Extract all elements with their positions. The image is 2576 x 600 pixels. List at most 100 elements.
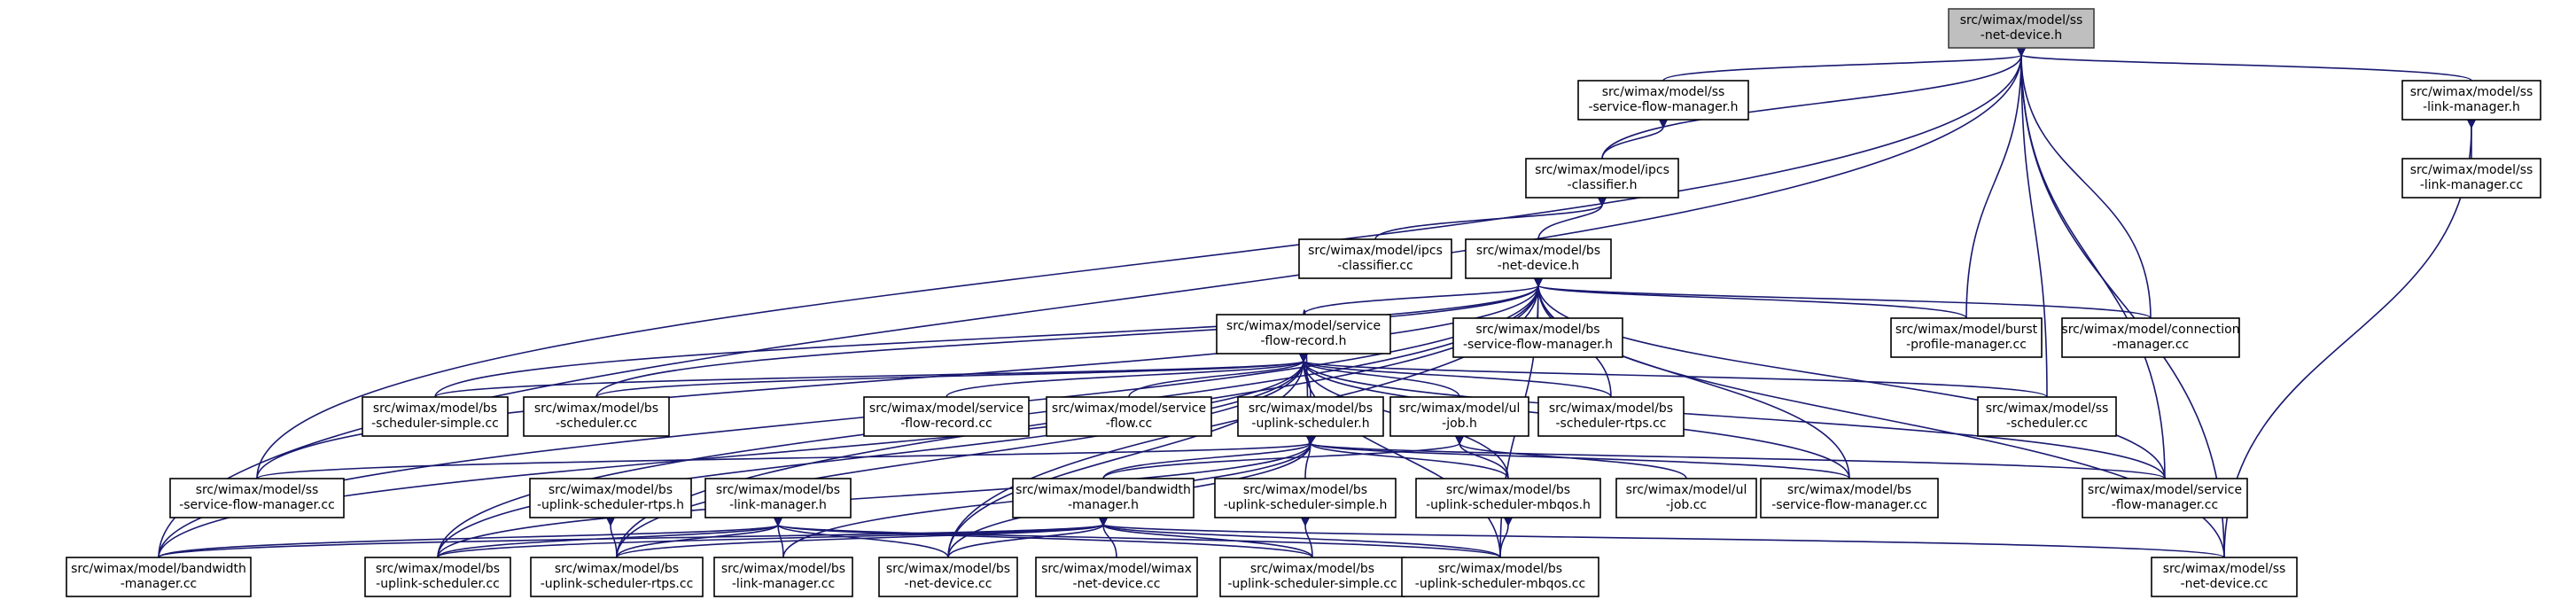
node-bs-uplink-scheduler-h[interactable]: src/wimax/model/bs-uplink-scheduler.h	[1237, 396, 1384, 437]
node-box	[1012, 478, 1195, 518]
edge-burst-profile-manager-cc-to-ss-net-device-h	[1965, 55, 2021, 319]
node-service-flow-record-cc[interactable]: src/wimax/model/service-flow-record.cc	[863, 396, 1030, 437]
node-bs-scheduler-cc[interactable]: src/wimax/model/bs-scheduler.cc	[523, 396, 670, 437]
node-ipcs-classifier-h[interactable]: src/wimax/model/ipcs-classifier.h	[1525, 158, 1679, 199]
node-label-line: src/wimax/model/burst	[1895, 323, 2038, 337]
edge-ss-net-device-cc-to-ss-net-device-h	[2021, 55, 2225, 558]
node-label-line: -classifier.cc	[1337, 259, 1413, 273]
node-box	[878, 557, 1018, 597]
node-wimax-net-device-cc[interactable]: src/wimax/model/wimax-net-device.cc	[1035, 557, 1198, 597]
edge-ss-service-flow-manager-cc-to-bs-uplink-scheduler-h	[256, 443, 1311, 479]
edge-bs-uplink-scheduler-mbqos-cc-to-bs-uplink-scheduler-mbqos-h	[1499, 525, 1508, 558]
node-bs-service-flow-manager-h[interactable]: src/wimax/model/bs-service-flow-manager.…	[1452, 317, 1623, 358]
node-box	[1525, 158, 1679, 199]
node-bs-uplink-scheduler-rtps-h[interactable]: src/wimax/model/bs-uplink-scheduler-rtps…	[529, 478, 692, 518]
edge-burst-profile-manager-cc-to-bs-net-device-h	[1538, 285, 1967, 319]
node-bs-uplink-scheduler-mbqos-h[interactable]: src/wimax/model/bs-uplink-scheduler-mbqo…	[1415, 478, 1601, 518]
node-bs-uplink-scheduler-cc[interactable]: src/wimax/model/bs-uplink-scheduler.cc	[364, 557, 511, 597]
node-label-line: -service-flow-manager.cc	[1771, 498, 1927, 512]
node-bs-uplink-scheduler-rtps-cc[interactable]: src/wimax/model/bs-uplink-scheduler-rtps…	[530, 557, 704, 597]
node-box	[2082, 478, 2248, 518]
node-box	[530, 557, 704, 597]
node-label-line: -uplink-scheduler-simple.h	[1224, 498, 1388, 512]
edge-connection-manager-cc-to-ss-net-device-h	[2021, 55, 2152, 319]
node-bandwidth-manager-cc[interactable]: src/wimax/model/bandwidth-manager.cc	[66, 557, 252, 597]
node-label-line: src/wimax/model/ul	[1626, 483, 1747, 497]
node-box	[1890, 317, 2043, 358]
node-bs-service-flow-manager-cc[interactable]: src/wimax/model/bs-service-flow-manager.…	[1760, 478, 1939, 518]
edge-bs-uplink-scheduler-simple-cc-to-bs-link-manager-h	[778, 525, 1313, 558]
node-ul-job-h[interactable]: src/wimax/model/ul-job.h	[1389, 396, 1529, 437]
node-bs-link-manager-cc[interactable]: src/wimax/model/bs-link-manager.cc	[713, 557, 853, 597]
edge-service-flow-record-h-to-bs-net-device-h	[1303, 285, 1538, 316]
node-bs-scheduler-rtps-cc[interactable]: src/wimax/model/bs-scheduler-rtps.cc	[1537, 396, 1685, 437]
node-ss-net-device-cc[interactable]: src/wimax/model/ss-net-device.cc	[2151, 557, 2298, 597]
node-label-line: -manager.cc	[121, 577, 198, 591]
node-ss-service-flow-manager-cc[interactable]: src/wimax/model/ss-service-flow-manager.…	[169, 478, 345, 518]
node-bs-uplink-scheduler-simple-h[interactable]: src/wimax/model/bs-uplink-scheduler-simp…	[1214, 478, 1397, 518]
node-box	[66, 557, 252, 597]
node-bs-net-device-cc[interactable]: src/wimax/model/bs-net-device.cc	[878, 557, 1018, 597]
node-ss-scheduler-cc[interactable]: src/wimax/model/ss-scheduler.cc	[1977, 396, 2117, 437]
node-connection-manager-cc[interactable]: src/wimax/model/connection-manager.cc	[2061, 317, 2240, 358]
node-bs-scheduler-simple-cc[interactable]: src/wimax/model/bs-scheduler-simple.cc	[362, 396, 509, 437]
node-label-line: -uplink-scheduler-mbqos.cc	[1415, 577, 1585, 591]
node-ul-job-cc[interactable]: src/wimax/model/ul-job.cc	[1615, 478, 1757, 518]
node-ipcs-classifier-cc[interactable]: src/wimax/model/ipcs-classifier.cc	[1298, 238, 1452, 279]
node-label-line: -flow.cc	[1106, 417, 1152, 431]
node-box	[364, 557, 511, 597]
node-bs-uplink-scheduler-simple-cc[interactable]: src/wimax/model/bs-uplink-scheduler-simp…	[1219, 557, 1405, 597]
node-bs-net-device-h[interactable]: src/wimax/model/bs-net-device.h	[1465, 238, 1612, 279]
node-label-line: src/wimax/model/ipcs	[1535, 163, 1669, 177]
edge-ss-net-device-cc-to-bandwidth-manager-h	[1103, 525, 2225, 558]
node-label-line: -scheduler.cc	[556, 417, 637, 431]
node-label-line: -manager.h	[1068, 498, 1139, 512]
edge-ss-scheduler-cc-to-service-flow-record-h	[1304, 361, 2048, 398]
node-ss-net-device-h[interactable]: src/wimax/model/ss-net-device.h	[1948, 8, 2095, 49]
node-label-line: -link-manager.h	[729, 498, 827, 512]
node-label-line: -net-device.cc	[905, 577, 992, 591]
node-bs-uplink-scheduler-mbqos-cc[interactable]: src/wimax/model/bs-uplink-scheduler-mbqo…	[1401, 557, 1599, 597]
node-label-line: -net-device.h	[1981, 28, 2062, 43]
node-label-line: src/wimax/model/bs	[1446, 483, 1570, 497]
nodes-layer: src/wimax/model/ss-net-device.h src/wimax…	[66, 8, 2541, 597]
node-label-line: -service-flow-manager.h	[1588, 100, 1738, 114]
edge-bs-uplink-scheduler-rtps-cc-to-bs-uplink-scheduler-rtps-h	[611, 525, 618, 558]
node-bandwidth-manager-h[interactable]: src/wimax/model/bandwidth-manager.h	[1012, 478, 1195, 518]
edge-ss-net-device-cc-to-ss-link-manager-h	[2223, 127, 2471, 558]
node-label-line: src/wimax/model/service	[869, 401, 1023, 416]
node-box	[1389, 396, 1529, 437]
node-box	[1298, 238, 1452, 279]
edge-bs-uplink-scheduler-simple-cc-to-bs-uplink-scheduler-simple-h	[1305, 525, 1313, 558]
node-ss-link-manager-cc[interactable]: src/wimax/model/ss-link-manager.cc	[2401, 158, 2541, 199]
node-box	[1948, 8, 2095, 49]
node-label-line: src/wimax/model/service	[2088, 483, 2242, 497]
node-label-line: src/wimax/model/bs	[1476, 244, 1600, 258]
node-label-line: -uplink-scheduler.h	[1251, 417, 1369, 431]
edge-bandwidth-manager-h-to-ul-job-h	[1102, 443, 1459, 479]
node-box	[863, 396, 1030, 437]
node-ss-link-manager-h[interactable]: src/wimax/model/ss-link-manager.h	[2401, 80, 2541, 121]
node-label-line: src/wimax/model/bs	[1438, 562, 1562, 576]
node-service-flow-record-h[interactable]: src/wimax/model/service-flow-record.h	[1216, 314, 1391, 355]
node-label-line: src/wimax/model/bs	[555, 562, 679, 576]
edge-service-flow-cc-to-service-flow-record-h	[1128, 361, 1304, 398]
node-service-flow-cc[interactable]: src/wimax/model/service-flow.cc	[1046, 396, 1212, 437]
node-service-flow-manager-cc[interactable]: src/wimax/model/service-flow-manager.cc	[2082, 478, 2248, 518]
edge-service-flow-record-cc-to-service-flow-record-h	[946, 361, 1304, 398]
node-ss-service-flow-manager-h[interactable]: src/wimax/model/ss-service-flow-manager.…	[1577, 80, 1749, 121]
node-bs-link-manager-h[interactable]: src/wimax/model/bs-link-manager.h	[704, 478, 852, 518]
node-box	[2401, 80, 2541, 121]
node-label-line: -job.cc	[1666, 498, 1707, 512]
node-box	[2061, 317, 2240, 358]
node-label-line: -uplink-scheduler-rtps.cc	[541, 577, 694, 591]
node-label-line: src/wimax/model/bs	[534, 401, 658, 416]
node-box	[1452, 317, 1623, 358]
edge-ipcs-classifier-h-to-ss-service-flow-manager-h	[1601, 127, 1663, 160]
edge-bs-net-device-cc-to-service-flow-record-h	[947, 361, 1304, 558]
node-burst-profile-manager-cc[interactable]: src/wimax/model/burst-profile-manager.cc	[1890, 317, 2043, 358]
edge-bs-scheduler-cc-to-bs-net-device-h	[595, 285, 1538, 398]
node-label-line: -manager.cc	[2113, 338, 2190, 352]
node-label-line: -net-device.cc	[2181, 577, 2269, 591]
